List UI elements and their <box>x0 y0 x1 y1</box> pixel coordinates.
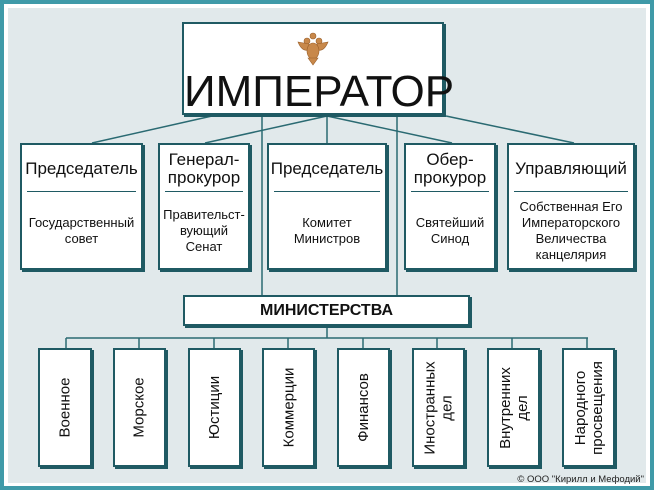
official-institution: Правительст- вующий Сенат <box>163 207 245 254</box>
official-box-synod: Обер- прокурор Святейший Синод <box>404 143 496 270</box>
ministry-label: Коммерции <box>280 367 297 448</box>
ministry-label: Внутренних дел <box>496 366 531 449</box>
official-box-council: Председатель Государственный совет <box>20 143 143 270</box>
box-divider <box>165 191 243 192</box>
ministry-label: Морское <box>131 377 149 438</box>
emperor-box: ИМПЕРАТОР <box>182 22 455 116</box>
connector-emperor-chancellery <box>445 115 575 144</box>
official-institution: Государственный совет <box>28 215 135 246</box>
ministry-label: Иностранных дел <box>421 360 456 455</box>
official-title: Председатель <box>270 158 384 178</box>
box-divider <box>274 191 380 192</box>
ministry-box: Морское <box>113 348 166 467</box>
ministry-box: Народного просвещения <box>562 348 615 467</box>
ministry-box: Внутренних дел <box>487 348 540 467</box>
double-headed-eagle-icon <box>297 32 329 66</box>
official-institution: Святейший Синод <box>415 215 485 246</box>
ministry-label: Военное <box>56 377 74 438</box>
box-divider <box>27 191 136 192</box>
connector-emperor-synod <box>326 115 453 144</box>
ministry-label: Народного просвещения <box>571 360 606 455</box>
ministry-label: Финансов <box>355 373 373 442</box>
official-box-chancellery: Управляющий Собственная Его Императорско… <box>507 143 635 270</box>
connector-emperor-council <box>91 115 213 144</box>
official-institution: Комитет Министров <box>293 215 361 246</box>
official-title: Обер- прокурор <box>413 149 487 187</box>
ministry-box: Военное <box>38 348 92 467</box>
copyright-notice: © ООО "Кирилл и Мефодий" <box>517 474 644 485</box>
ministry-box: Юстиции <box>188 348 241 467</box>
box-divider <box>411 191 489 192</box>
emperor-title: ИМПЕРАТОР <box>184 67 455 116</box>
connector-emperor-senate <box>204 115 328 144</box>
official-title: Управляющий <box>515 158 627 178</box>
ministries-header: МИНИСТЕРСТВА <box>183 295 470 326</box>
official-box-committee: Председатель Комитет Министров <box>267 143 387 270</box>
ministry-box: Иностранных дел <box>412 348 465 467</box>
ministry-box: Финансов <box>337 348 390 467</box>
official-title: Председатель <box>25 158 138 178</box>
official-box-senate: Генерал- прокурор Правительст- вующий Се… <box>158 143 250 270</box>
ministry-label: Юстиции <box>206 375 224 440</box>
official-title: Генерал- прокурор <box>167 149 241 187</box>
box-divider <box>514 191 628 192</box>
official-institution: Собственная Его Императорского Величеств… <box>519 199 623 262</box>
ministry-box: Коммерции <box>262 348 315 467</box>
